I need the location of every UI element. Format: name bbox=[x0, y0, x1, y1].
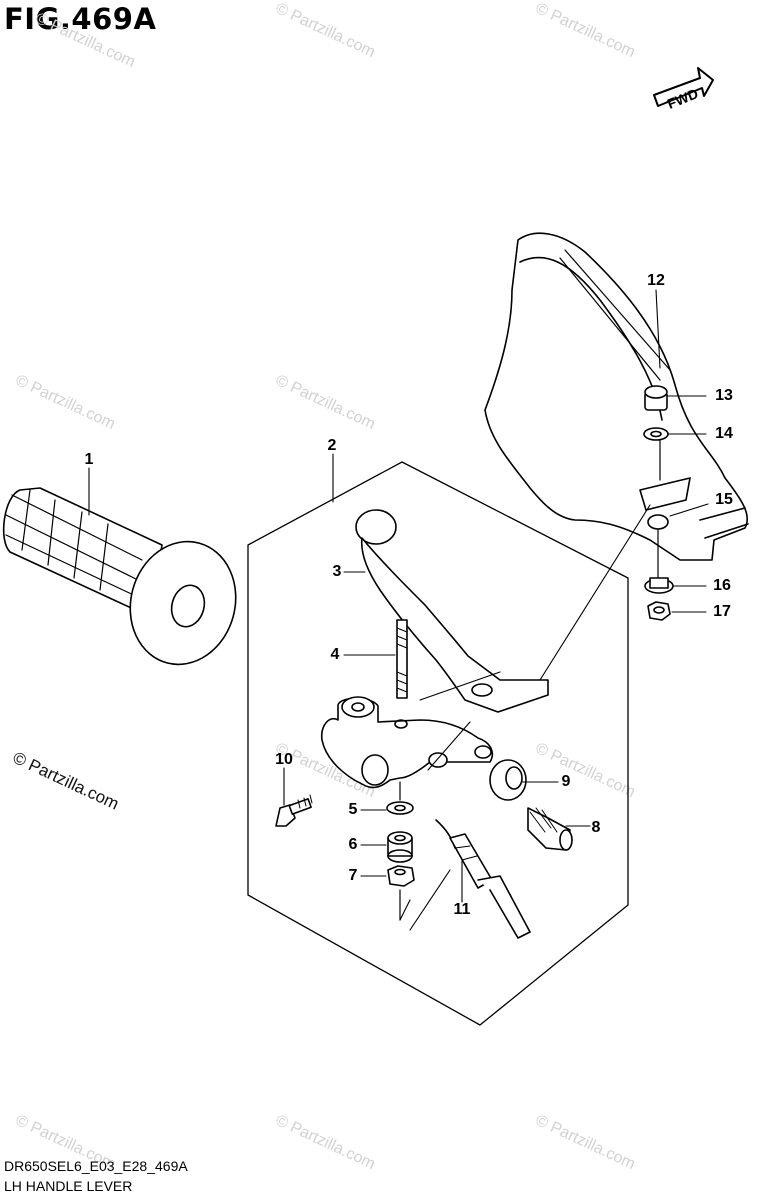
callout-1: 1 bbox=[84, 451, 94, 468]
collar-6-part bbox=[387, 831, 413, 863]
callout-7: 7 bbox=[348, 867, 358, 884]
bolt-part bbox=[275, 794, 313, 827]
flange-nut-part bbox=[644, 577, 674, 594]
hand-guard-part bbox=[484, 232, 749, 561]
washer-part bbox=[643, 427, 669, 441]
assembly-boundary bbox=[247, 461, 629, 1026]
stud-bolt-part bbox=[396, 619, 408, 699]
nut-part bbox=[647, 601, 671, 621]
callout-13: 13 bbox=[715, 387, 733, 404]
diagram-code: DR650SEL6_E03_E28_469A bbox=[4, 1158, 188, 1174]
callout-8: 8 bbox=[591, 819, 601, 836]
callout-15: 15 bbox=[715, 491, 733, 508]
callout-5: 5 bbox=[348, 801, 358, 818]
figure-title: FIG.469A bbox=[4, 2, 157, 36]
lever-holder-part bbox=[320, 696, 494, 789]
callout-16: 16 bbox=[713, 577, 731, 594]
cable-part bbox=[435, 819, 531, 939]
callout-2: 2 bbox=[327, 437, 337, 454]
adjuster-nut-part bbox=[489, 759, 527, 801]
fwd-arrow-icon: FWD bbox=[653, 67, 714, 112]
collar-part bbox=[647, 514, 669, 530]
callout-12: 12 bbox=[647, 272, 665, 289]
callout-14: 14 bbox=[715, 425, 733, 442]
callout-3: 3 bbox=[332, 563, 342, 580]
callout-17: 17 bbox=[713, 603, 731, 620]
callout-10: 10 bbox=[275, 751, 293, 768]
callout-4: 4 bbox=[330, 646, 340, 663]
washer-5-part bbox=[386, 801, 414, 815]
callout-6: 6 bbox=[348, 836, 358, 853]
diagram-caption: LH HANDLE LEVER bbox=[4, 1178, 133, 1194]
callout-11: 11 bbox=[453, 901, 471, 918]
adjuster-bolt-part bbox=[527, 807, 573, 851]
callout-9: 9 bbox=[561, 773, 571, 790]
lever-part bbox=[355, 509, 549, 713]
grip-part bbox=[2, 487, 237, 666]
nut-7-part bbox=[387, 865, 415, 887]
cap-nut-part bbox=[644, 385, 668, 411]
